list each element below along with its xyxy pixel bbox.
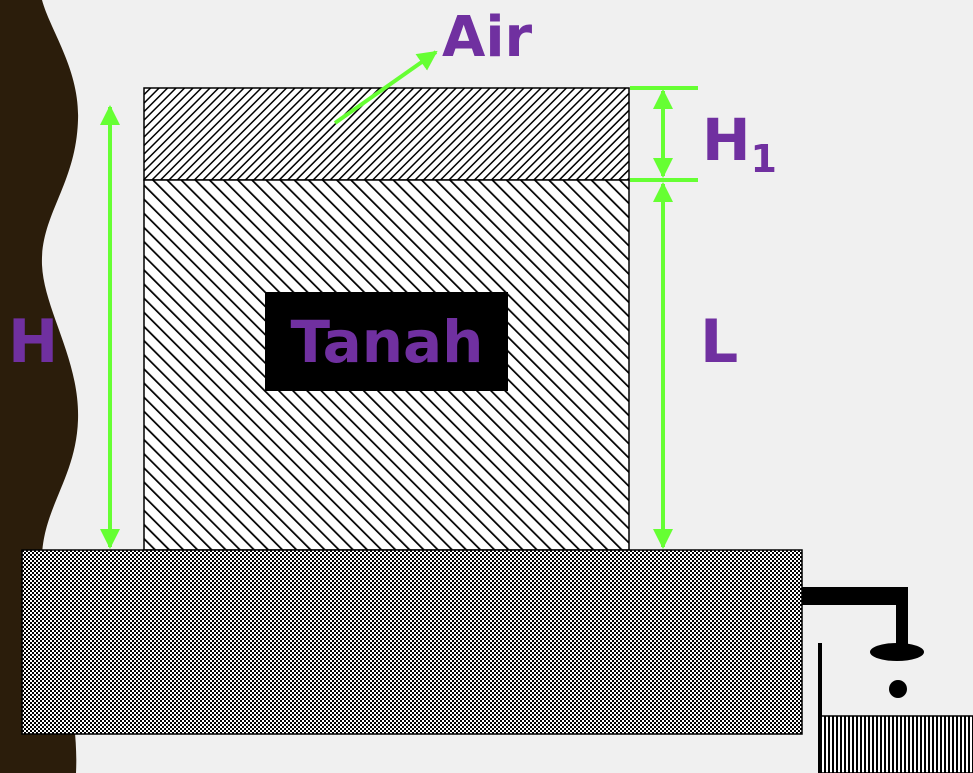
soil-wall bbox=[0, 0, 79, 773]
soil-sample bbox=[143, 179, 630, 551]
tanah-label: Tanah bbox=[291, 308, 484, 376]
outlet-pipe bbox=[802, 587, 908, 645]
tanah-label-box bbox=[265, 292, 508, 391]
h-label: H bbox=[8, 307, 58, 377]
h1-main: H bbox=[702, 106, 751, 174]
outlet-mouth bbox=[870, 643, 924, 661]
l-label: L bbox=[700, 307, 738, 377]
h1-label: H1 bbox=[702, 106, 777, 181]
porous-base bbox=[21, 549, 803, 735]
water-drop bbox=[889, 680, 907, 698]
air-label: Air bbox=[442, 5, 533, 70]
water-layer bbox=[143, 87, 630, 181]
air-pointer-arrow bbox=[333, 50, 438, 125]
collected-water bbox=[819, 715, 973, 773]
h1-subscript: 1 bbox=[751, 137, 777, 181]
